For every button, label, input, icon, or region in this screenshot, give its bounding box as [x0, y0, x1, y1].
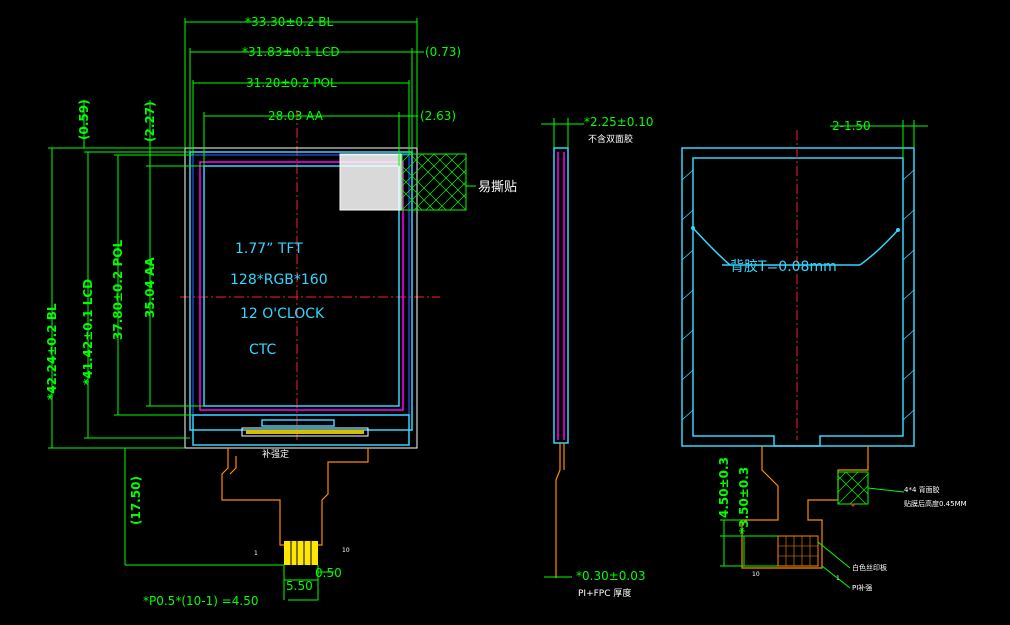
side-fpc: [555, 443, 565, 578]
note-fpc-thickness: PI+FPC 厚度: [578, 587, 631, 599]
dim-back-fpc-2: *3.50±0.3: [737, 467, 751, 534]
dim-pitch: *P0.5*(10-1) =4.50: [143, 594, 259, 608]
dim-back-fpc-1: 4.50±0.3: [717, 457, 731, 518]
dim-fpc-thickness: *0.30±0.03: [576, 569, 646, 583]
side-lcd-body: [553, 147, 569, 444]
inner-view-area: [203, 165, 400, 407]
label-type: CTC: [249, 342, 277, 358]
adhesive-leader-left: [692, 227, 731, 266]
backlight-outline: [184, 147, 418, 449]
label-orientation: 12 O'CLOCK: [240, 306, 325, 322]
dim-top-offset-1: (0.59): [77, 99, 91, 140]
back-frame-hatch: [681, 169, 915, 421]
note-component-2: 贴膜后高度0.45MM: [904, 499, 967, 508]
adhesive-leader-right: [859, 229, 899, 266]
dim-aa-offset: (2.63): [420, 109, 456, 123]
dim-aa-width: 28.03 AA: [268, 109, 324, 123]
dim-side-thickness: *2.25±0.10: [584, 115, 654, 129]
back-frame-inner: [692, 157, 904, 447]
note-component: 4*4 背面胶: [904, 485, 940, 494]
dim-pol-width: 31.20±0.2 POL: [246, 76, 337, 90]
tear-sticker-speckle: [340, 154, 402, 210]
fpc-finger-gaps: [290, 541, 312, 565]
dim-fpc-length: (17.50): [129, 476, 143, 525]
pin-1-label: 1: [254, 550, 258, 557]
note-reinforce: 白色丝印板: [852, 563, 887, 572]
back-connector-grid: [777, 535, 819, 567]
back-pin-10-label: 10: [752, 571, 760, 578]
tear-tab-hatch: [401, 153, 467, 211]
back-component-hatch: [837, 471, 869, 505]
back-connector-grid-lines: [778, 536, 818, 566]
label-size: 1.77” TFT: [235, 241, 303, 257]
dim-lcd-width: *31.83±0.1 LCD: [242, 45, 340, 59]
lcd-bottom-ledge: [192, 414, 410, 446]
back-fpc-outline: [741, 446, 869, 569]
dim-pol-height: 37.80±0.2 POL: [111, 240, 125, 340]
ledge-pad: [261, 419, 335, 427]
pin-10-label: 10: [342, 547, 350, 554]
front-view: 补强定 易撕贴 1.77” TFT 128*RGB*160 12 O'CLOCK…: [45, 15, 517, 608]
tear-sticker-label: 易撕贴: [478, 180, 517, 195]
dim-connector-width: 5.50: [286, 579, 313, 593]
fpc-gold-fingers: [284, 541, 318, 565]
side-view: *2.25±0.10 不含双面胶 *0.30±0.03 PI+FPC 厚度: [541, 115, 654, 599]
stiffener-label: 补强定: [262, 448, 289, 460]
dim-corner: 2-1.50: [832, 119, 871, 133]
label-resolution: 128*RGB*160: [230, 272, 328, 288]
note-pi: PI补强: [852, 583, 872, 592]
dim-aa-height: 35.04 AA: [143, 257, 157, 318]
driver-ic-fill: [246, 430, 364, 434]
fpc-inner-line: [229, 456, 237, 475]
back-frame-outer: [681, 147, 915, 447]
dim-pin-offset: 0.50: [315, 566, 342, 580]
active-area-outline: [199, 161, 404, 411]
note-side-thickness: 不含双面胶: [588, 133, 633, 145]
dim-lcd-height: *41.42±0.1 LCD: [81, 279, 95, 385]
driver-ic: [241, 427, 369, 437]
dim-lcd-offset: (0.73): [425, 45, 461, 59]
adhesive-label: 背胶T=0.08mm: [730, 258, 837, 275]
back-view: 背胶T=0.08mm 2-1.50 4*4 背面胶 贴膜后高度0.45MM 10…: [681, 119, 967, 592]
fpc-tail-outline: [221, 448, 369, 546]
dim-bl-height: *42.24±0.2 BL: [45, 303, 59, 400]
dim-top-offset-2: (2.27): [143, 101, 157, 142]
dim-bl-width: *33.30±0.2 BL: [245, 15, 334, 29]
